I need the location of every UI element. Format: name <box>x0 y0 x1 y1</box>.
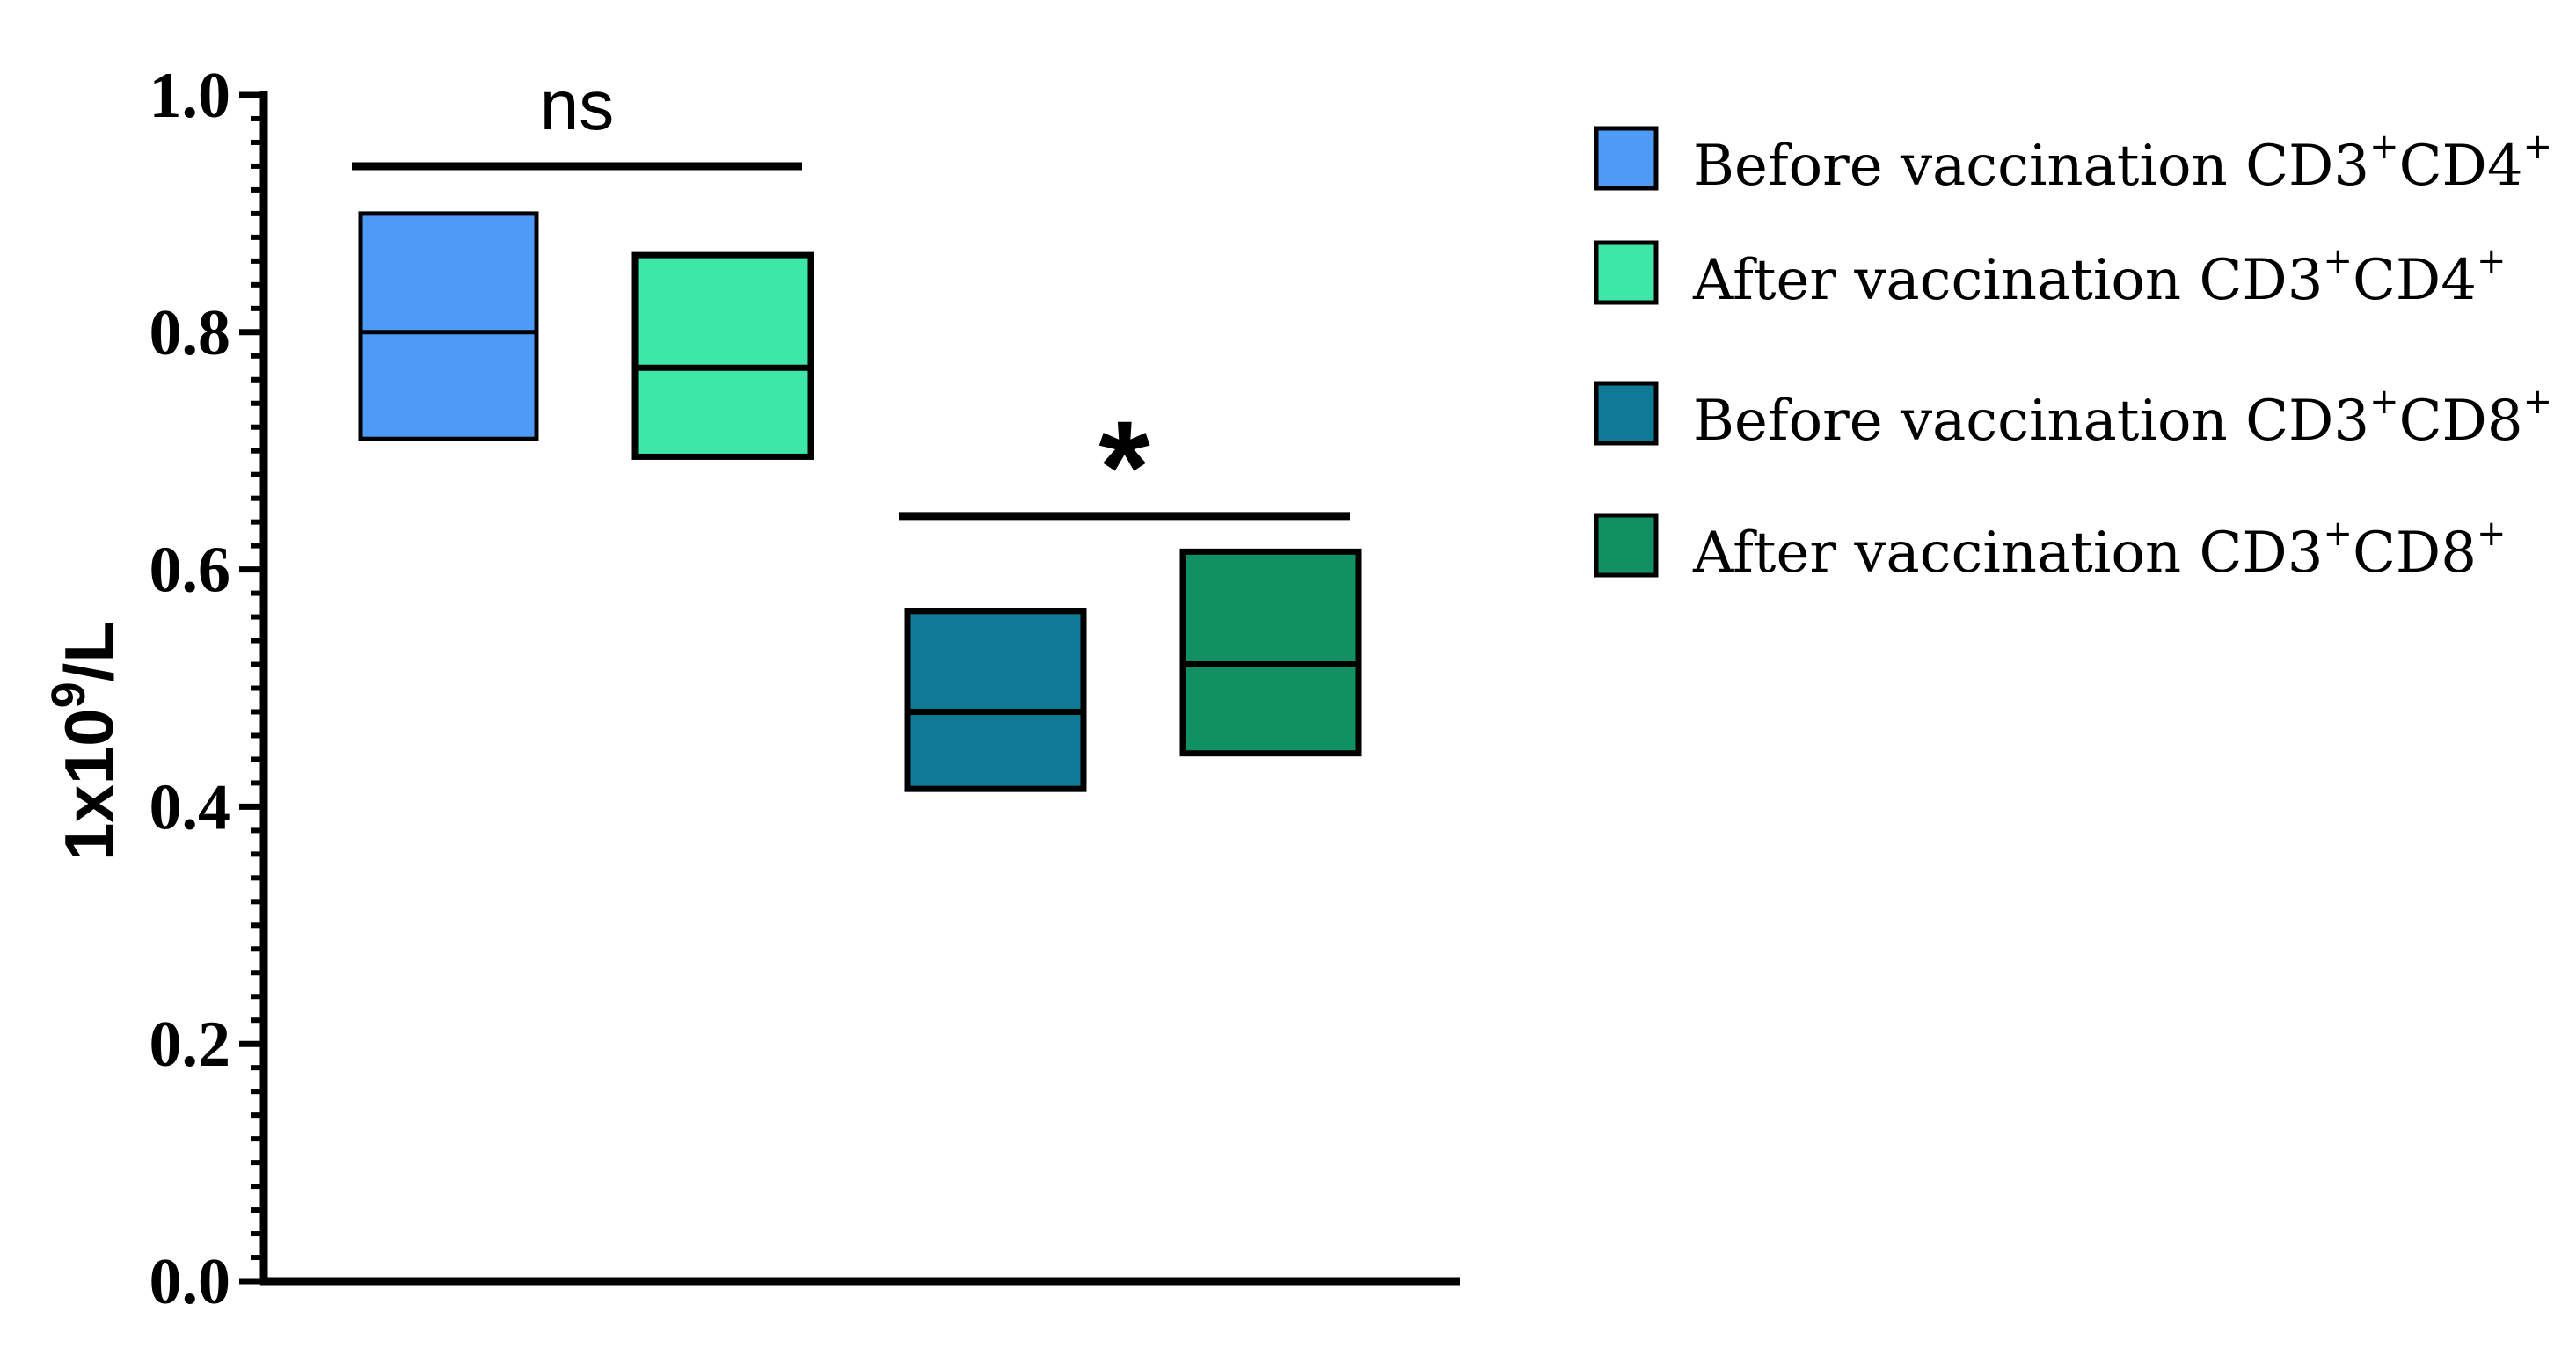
legend-swatch <box>1594 240 1659 305</box>
y-tick-label: 1.0 <box>150 60 231 132</box>
legend-swatch <box>1594 381 1659 446</box>
significance-label: ns <box>540 66 615 144</box>
y-tick-label: 0.0 <box>150 1246 231 1318</box>
legend-label: After vaccination CD3+CD4+ <box>1692 241 2506 313</box>
axes: 0.0 0.2 0.4 0.6 0.8 1.0 1x109/L <box>42 60 1460 1318</box>
bars <box>358 211 1362 792</box>
annotations: ns * <box>352 66 1350 541</box>
legend-swatch <box>1594 126 1659 191</box>
bar-3 <box>904 608 1087 792</box>
y-tick-label: 0.8 <box>150 297 231 369</box>
y-tick-label: 0.6 <box>150 535 231 607</box>
significance-label: * <box>1098 393 1150 541</box>
bar-2 <box>631 251 814 460</box>
legend-label: Before vaccination CD3+CD4+ <box>1693 127 2552 199</box>
bar-1 <box>358 211 539 441</box>
y-axis-label: 1x109/L <box>42 621 128 861</box>
y-tick-label: 0.4 <box>150 771 231 843</box>
y-tick-label: 0.2 <box>150 1009 231 1081</box>
legend-swatch <box>1594 513 1659 578</box>
legend-label: After vaccination CD3+CD8+ <box>1692 514 2506 586</box>
bar-4 <box>1179 548 1362 757</box>
legend-label: Before vaccination CD3+CD8+ <box>1693 382 2552 454</box>
legend: Before vaccination CD3+CD4+ After vaccina… <box>1594 126 2552 586</box>
